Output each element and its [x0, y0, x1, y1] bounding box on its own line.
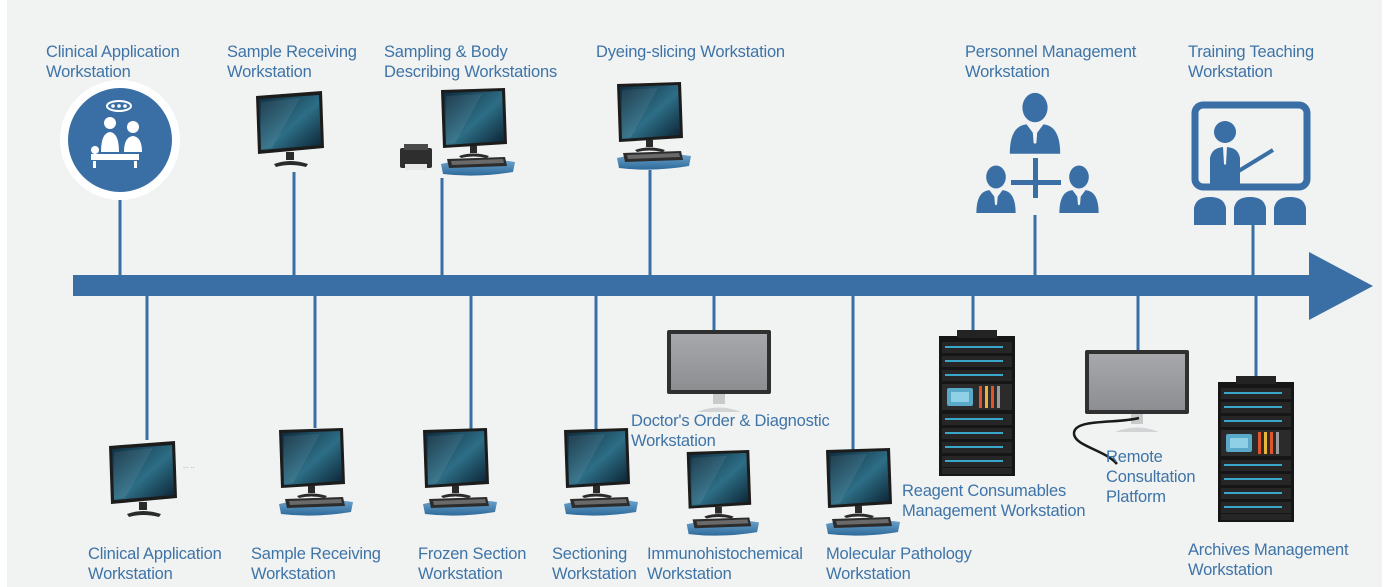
display-monitor-icon [667, 330, 771, 412]
label-line: Workstation [88, 565, 173, 583]
svg-text:... ..: ... .. [183, 463, 195, 470]
label-line: Workstation [826, 565, 911, 583]
label-line: Dyeing-slicing Workstation [596, 43, 785, 61]
label-top-sampling-body-describing: Sampling & Body Describing Workstations [384, 42, 557, 82]
computer-keyboard-icon [564, 428, 638, 516]
computer-monitor-icon: ... .. [109, 441, 195, 517]
label-bottom-immunohistochemical: Immunohistochemical Workstation [647, 544, 803, 584]
label-line: Platform [1106, 488, 1166, 506]
label-line: Sample Receiving [251, 545, 381, 563]
timeline-arrow [73, 252, 1373, 320]
label-line: Doctor's Order & Diagnostic [631, 412, 830, 430]
computer-monitor-icon [256, 91, 324, 167]
label-line: Workstation [552, 565, 637, 583]
label-bottom-frozen-section: Frozen Section Workstation [418, 544, 526, 584]
org-chart-people-icon [976, 92, 1099, 213]
label-line: Workstation [227, 63, 312, 81]
label-line: Sample Receiving [227, 43, 357, 61]
server-rack-icon [1218, 376, 1294, 522]
label-line: Workstation [965, 63, 1050, 81]
doctor-patient-icon [60, 80, 180, 200]
label-line: Archives Management [1188, 541, 1349, 559]
label-top-dyeing-slicing: Dyeing-slicing Workstation [596, 42, 785, 62]
label-bottom-doctors-order-diagnostic: Doctor's Order & Diagnostic Workstation [631, 411, 830, 451]
label-line: Clinical Application [46, 43, 180, 61]
teacher-board-icon [1191, 101, 1311, 225]
label-bottom-sectioning: Sectioning Workstation [552, 544, 637, 584]
label-line: Management Workstation [902, 502, 1086, 520]
label-top-sample-receiving: Sample Receiving Workstation [227, 42, 357, 82]
label-line: Workstation [251, 565, 336, 583]
label-line: Immunohistochemical [647, 545, 803, 563]
computer-with-printer-icon [400, 88, 515, 176]
diagram-graphics: ... .. [60, 80, 1373, 536]
label-top-personnel-management: Personnel Management Workstation [965, 42, 1136, 82]
label-line: Sampling & Body [384, 43, 508, 61]
workstation-diagram: ... .. Clinical Application Workstation … [7, 0, 1382, 587]
display-monitor-icon [1072, 350, 1189, 465]
label-top-clinical-application: Clinical Application Workstation [46, 42, 180, 82]
label-line: Workstation [647, 565, 732, 583]
label-bottom-remote-consultation: Remote Consultation Platform [1106, 447, 1196, 507]
label-line: Molecular Pathology [826, 545, 972, 563]
label-line: Describing Workstations [384, 63, 557, 81]
label-line: Workstation [631, 432, 716, 450]
label-line: Consultation [1106, 468, 1196, 486]
label-line: Workstation [46, 63, 131, 81]
label-line: Clinical Application [88, 545, 222, 563]
label-line: Reagent Consumables [902, 482, 1067, 500]
label-bottom-archives-management: Archives Management Workstation [1188, 540, 1349, 580]
label-line: Workstation [418, 565, 503, 583]
label-line: Sectioning [552, 545, 628, 563]
label-line: Workstation [1188, 561, 1273, 579]
computer-keyboard-icon [279, 428, 353, 516]
label-bottom-sample-receiving: Sample Receiving Workstation [251, 544, 381, 584]
label-line: Training Teaching [1188, 43, 1314, 61]
label-bottom-clinical-application: Clinical Application Workstation [88, 544, 222, 584]
computer-keyboard-icon [826, 448, 900, 536]
computer-keyboard-icon [423, 428, 497, 516]
label-line: Frozen Section [418, 545, 527, 563]
label-line: Remote [1106, 448, 1163, 466]
bottom-connector-lines [145, 296, 1258, 450]
label-line: Personnel Management [965, 43, 1137, 61]
label-bottom-molecular-pathology: Molecular Pathology Workstation [826, 544, 972, 584]
label-line: Workstation [1188, 63, 1273, 81]
computer-keyboard-icon [686, 450, 760, 536]
server-rack-icon [939, 330, 1015, 476]
label-bottom-reagent-consumables: Reagent Consumables Management Workstati… [902, 481, 1086, 521]
top-connector-lines [118, 170, 1255, 275]
computer-keyboard-icon [617, 82, 691, 170]
label-top-training-teaching: Training Teaching Workstation [1188, 42, 1314, 82]
